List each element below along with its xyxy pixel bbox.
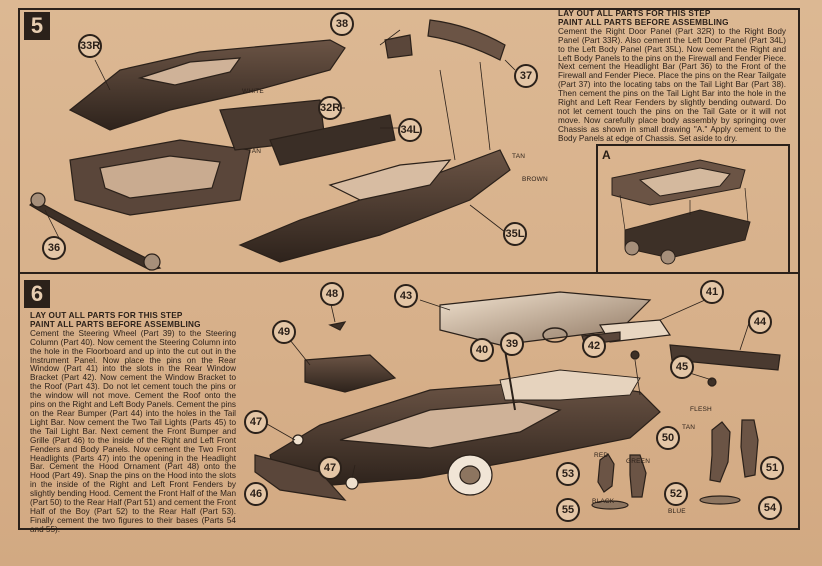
callout-41: 41 bbox=[700, 280, 724, 304]
callout-39: 39 bbox=[500, 332, 524, 356]
step5-exploded-view bbox=[29, 19, 516, 271]
callout-47-bottom: 47 bbox=[318, 456, 342, 480]
step5-heading-1: LAY OUT ALL PARTS FOR THIS STEP bbox=[558, 9, 711, 18]
label-white: WHITE bbox=[242, 88, 264, 95]
label-green: GREEN bbox=[626, 458, 651, 465]
step5-instructions: LAY OUT ALL PARTS FOR THIS STEP PAINT AL… bbox=[558, 9, 786, 144]
callout-50: 50 bbox=[656, 426, 680, 450]
callout-47-top: 47 bbox=[244, 410, 268, 434]
hood-ornament bbox=[328, 321, 347, 331]
headlight-left bbox=[292, 434, 304, 446]
callout-45: 45 bbox=[670, 355, 694, 379]
callout-49: 49 bbox=[272, 320, 296, 344]
figures-man-boy bbox=[591, 419, 759, 510]
tail-light-bar bbox=[384, 34, 413, 59]
step6-number: 6 bbox=[24, 280, 50, 308]
callout-54: 54 bbox=[758, 496, 782, 520]
rear-tailgate bbox=[427, 19, 506, 61]
inset-a: A bbox=[596, 144, 790, 274]
label-flesh: FLESH bbox=[690, 406, 712, 413]
callout-51: 51 bbox=[760, 456, 784, 480]
right-body-panel bbox=[68, 39, 346, 131]
callout-36: 36 bbox=[42, 236, 66, 260]
steering-column bbox=[504, 349, 516, 411]
steering-wheel bbox=[542, 327, 568, 343]
callout-43: 43 bbox=[394, 284, 418, 308]
callout-40: 40 bbox=[470, 338, 494, 362]
label-red: RED bbox=[594, 452, 609, 459]
callout-42: 42 bbox=[582, 334, 606, 358]
callout-38: 38 bbox=[330, 12, 354, 36]
page-frame bbox=[18, 8, 800, 530]
step5-number: 5 bbox=[24, 12, 50, 40]
step6-exploded-view bbox=[254, 291, 781, 510]
step6-instructions: LAY OUT ALL PARTS FOR THIS STEP PAINT AL… bbox=[30, 311, 236, 535]
step6-heading-1: LAY OUT ALL PARTS FOR THIS STEP bbox=[30, 311, 183, 320]
tail-light-1 bbox=[630, 350, 640, 360]
label-tan-body: TAN bbox=[512, 153, 526, 160]
step5-heading-2: PAINT ALL PARTS BEFORE ASSEMBLING bbox=[558, 17, 729, 27]
label-brown: BROWN bbox=[522, 176, 548, 183]
callout-52: 52 bbox=[664, 482, 688, 506]
rear-bumper bbox=[669, 344, 781, 371]
callout-46: 46 bbox=[244, 482, 268, 506]
callout-44: 44 bbox=[748, 310, 772, 334]
hood bbox=[304, 354, 397, 393]
callout-33r: 33R bbox=[78, 34, 102, 58]
callout-55: 55 bbox=[556, 498, 580, 522]
label-blue: BLUE bbox=[668, 508, 686, 515]
headlight-right bbox=[345, 476, 359, 490]
callout-53: 53 bbox=[556, 462, 580, 486]
inset-a-label: A bbox=[602, 148, 611, 162]
step-divider bbox=[18, 272, 798, 274]
front-bumper-grille bbox=[254, 454, 347, 501]
callout-32r: 32R bbox=[318, 96, 342, 120]
callout-35l: 35L bbox=[503, 222, 527, 246]
callout-37: 37 bbox=[514, 64, 538, 88]
label-black: BLACK bbox=[592, 498, 615, 505]
bottom-edge bbox=[0, 540, 822, 566]
left-body-panel bbox=[238, 149, 511, 263]
callout-48: 48 bbox=[320, 282, 344, 306]
left-door-panel bbox=[269, 114, 396, 166]
label-tan-man: TAN bbox=[682, 424, 696, 431]
step5-body: Cement the Right Door Panel (Part 32R) t… bbox=[558, 26, 786, 143]
tail-light-2 bbox=[707, 377, 717, 387]
callout-34l: 34L bbox=[398, 118, 422, 142]
inset-a-drawing bbox=[611, 159, 751, 265]
step6-heading-2: PAINT ALL PARTS BEFORE ASSEMBLING bbox=[30, 319, 201, 329]
step6-body: Cement the Steering Wheel (Part 39) to t… bbox=[30, 328, 236, 534]
label-tan-panel: TAN bbox=[248, 148, 262, 155]
